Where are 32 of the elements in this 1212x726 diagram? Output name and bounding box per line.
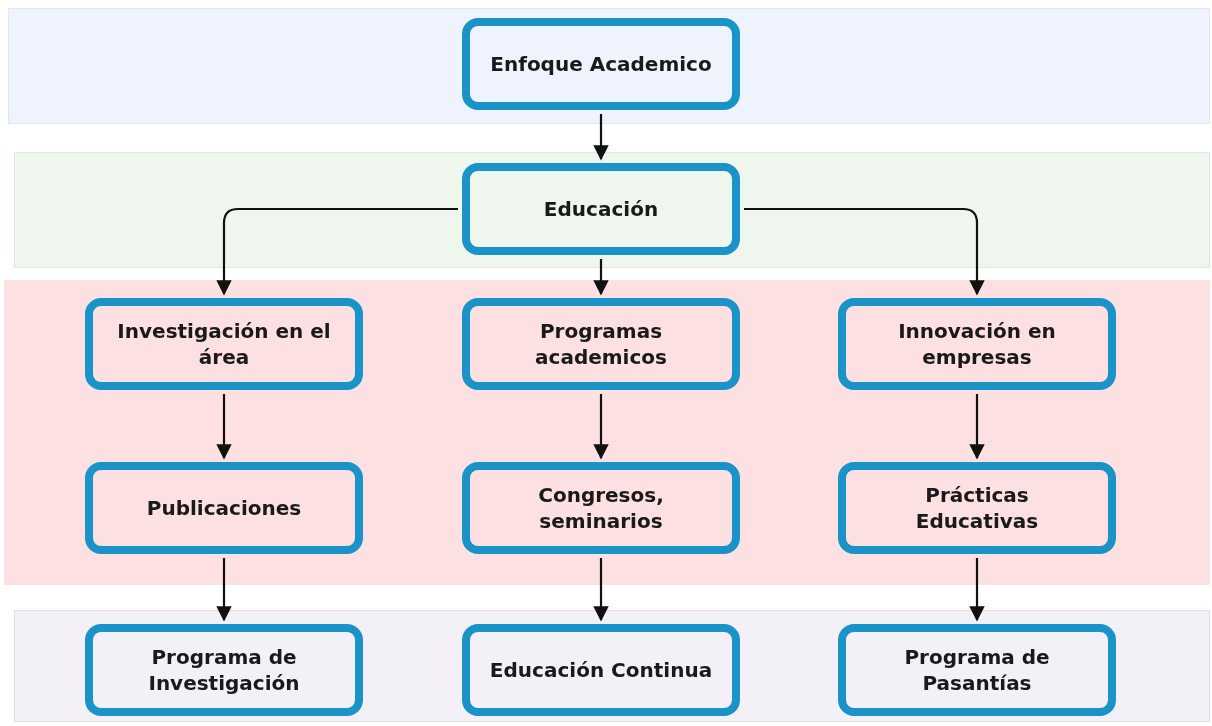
arrow <box>969 558 985 622</box>
box-label: Programa de Pasantías <box>903 644 1051 696</box>
box-label: Educación <box>543 196 659 222</box>
box-label: Innovación en empresas <box>897 318 1057 370</box>
arrow <box>744 207 985 296</box>
process-box <box>838 298 1116 390</box>
arrow <box>216 394 232 460</box>
arrow <box>216 558 232 622</box>
process-box <box>838 624 1116 716</box>
arrow <box>593 259 609 296</box>
arrow <box>969 394 985 460</box>
process-box <box>85 462 363 554</box>
box-label: Educación Continua <box>489 657 713 683</box>
process-box <box>838 462 1116 554</box>
arrow <box>593 114 609 161</box>
arrow <box>593 558 609 622</box>
box-label: Investigación en el área <box>116 318 332 370</box>
box-label: Congresos, seminarios <box>537 482 665 534</box>
process-box <box>462 624 740 716</box>
box-label: Publicaciones <box>146 495 302 521</box>
box-label: Programa de Investigación <box>147 644 301 696</box>
process-box <box>85 298 363 390</box>
arrow <box>593 394 609 460</box>
process-box <box>85 624 363 716</box>
process-box <box>462 462 740 554</box>
arrow <box>216 207 458 296</box>
box-label: Prácticas Educativas <box>914 482 1040 534</box>
box-label: Enfoque Academico <box>490 51 712 77</box>
process-box <box>462 18 740 110</box>
process-box <box>462 298 740 390</box>
process-box <box>462 163 740 255</box>
box-label: Programas academicos <box>534 318 668 370</box>
